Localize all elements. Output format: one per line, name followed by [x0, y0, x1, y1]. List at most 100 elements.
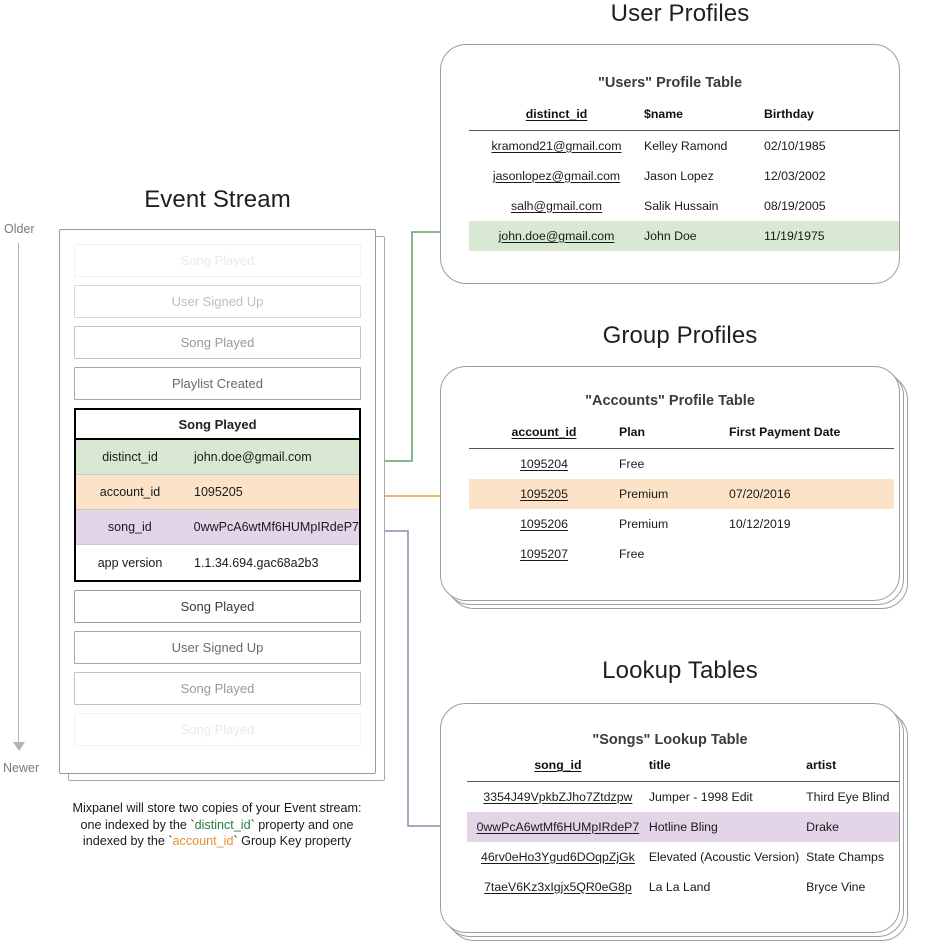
group-profiles-title: Group Profiles	[602, 322, 758, 349]
column-header: Plan	[619, 425, 729, 449]
songs-table-row[interactable]: 3354J49VpkbZJho7Ztdzpw Jumper - 1998 Edit…	[467, 782, 899, 812]
event-label: User Signed Up	[171, 294, 264, 309]
table-cell: 3354J49VpkbZJho7Ztdzpw	[483, 789, 633, 804]
table-cell: Bryce Vine	[806, 879, 866, 894]
user-profiles-title: User Profiles	[610, 0, 750, 27]
accounts-table-row[interactable]: 1095207 Free	[469, 539, 894, 569]
table-cell: State Champs	[806, 849, 885, 864]
column-header: $name	[644, 107, 764, 131]
event-property-row: account_id 1095205	[76, 475, 359, 510]
table-cell: Elevated (Acoustic Version)	[648, 849, 800, 864]
event-label: User Signed Up	[171, 640, 264, 655]
timeline-newer-label: Newer	[3, 761, 40, 775]
caption-line-3-a: indexed by the `	[82, 834, 173, 848]
expanded-event-name: Song Played	[76, 410, 359, 440]
table-cell: john.doe@gmail.com	[469, 220, 644, 251]
event-row[interactable]: Song Played	[74, 244, 361, 277]
caption-line-2-b: ` property and one	[250, 817, 354, 832]
event-label: Playlist Created	[171, 376, 264, 391]
table-cell	[729, 449, 894, 479]
table-cell: 07/20/2016	[729, 478, 894, 509]
users-table-title: "Users" Profile Table	[597, 75, 743, 91]
table-cell: 1095206	[520, 516, 568, 531]
table-cell	[729, 539, 894, 569]
users-table-row[interactable]: salh@gmail.com Salik Hussain 08/19/2005	[469, 191, 899, 221]
timeline-arrow-icon	[13, 742, 25, 751]
event-row[interactable]: Playlist Created	[74, 367, 361, 400]
table-cell: 0wwPcA6wtMf6HUMpIRdeP7	[467, 811, 649, 842]
table-cell: 10/12/2019	[729, 516, 791, 531]
table-cell: Hotline Bling	[648, 811, 807, 842]
table-cell: Drake	[806, 811, 899, 842]
event-row[interactable]: Song Played	[74, 672, 361, 705]
table-cell: 46rv0eHo3Ygud6DOqpZjGk	[481, 849, 635, 864]
column-header: distinct_id	[469, 107, 644, 131]
table-cell: Salik Hussain	[644, 198, 719, 213]
table-cell: John Doe	[644, 220, 764, 251]
table-cell: 08/19/2005	[764, 198, 826, 213]
event-row[interactable]: User Signed Up	[74, 631, 361, 664]
caption-distinct-id-key: distinct_id	[194, 817, 251, 832]
timeline-older-label: Older	[4, 222, 35, 236]
table-cell: 1095207	[520, 546, 568, 561]
table-cell: 11/19/1975	[764, 220, 899, 251]
table-cell: Third Eye Blind	[806, 789, 890, 804]
event-row[interactable]: User Signed Up	[74, 285, 361, 318]
event-stream-caption: Mixpanel will store two copies of your E…	[22, 800, 412, 850]
table-cell: Jumper - 1998 Edit	[648, 789, 753, 804]
event-property-key: song_id	[107, 520, 152, 534]
songs-table-row[interactable]: 46rv0eHo3Ygud6DOqpZjGk Elevated (Acoustic…	[467, 842, 899, 872]
event-row[interactable]: Song Played	[74, 326, 361, 359]
accounts-table-title: "Accounts" Profile Table	[585, 393, 755, 409]
event-property-key: app version	[97, 555, 163, 570]
event-row[interactable]: Song Played	[74, 713, 361, 746]
timeline-axis	[18, 243, 19, 745]
caption-line-3-b: ` Group Key property	[233, 834, 352, 848]
table-cell: Kelley Ramond	[644, 138, 728, 153]
table-cell: 1095204	[520, 456, 568, 471]
table-cell: Free	[619, 546, 645, 561]
event-property-value: 1095205	[194, 485, 243, 499]
event-row[interactable]: Song Played	[74, 590, 361, 623]
column-header: account_id	[469, 425, 619, 449]
table-cell: Premium	[619, 478, 729, 509]
column-header: Birthday	[764, 107, 899, 131]
column-header: First Payment Date	[729, 425, 894, 449]
event-label: Song Played	[180, 722, 255, 737]
event-label: Song Played	[180, 253, 255, 268]
column-header: artist	[806, 758, 899, 782]
caption-line-2-a: one indexed by the `	[80, 817, 195, 832]
lookup-tables-title: Lookup Tables	[602, 657, 758, 684]
event-label: Song Played	[180, 681, 255, 696]
event-property-key: distinct_id	[102, 450, 158, 464]
table-cell: 1095205	[469, 478, 619, 509]
event-property-key: account_id	[99, 485, 161, 499]
table-cell: salh@gmail.com	[510, 198, 603, 213]
event-label: Song Played	[180, 599, 255, 614]
